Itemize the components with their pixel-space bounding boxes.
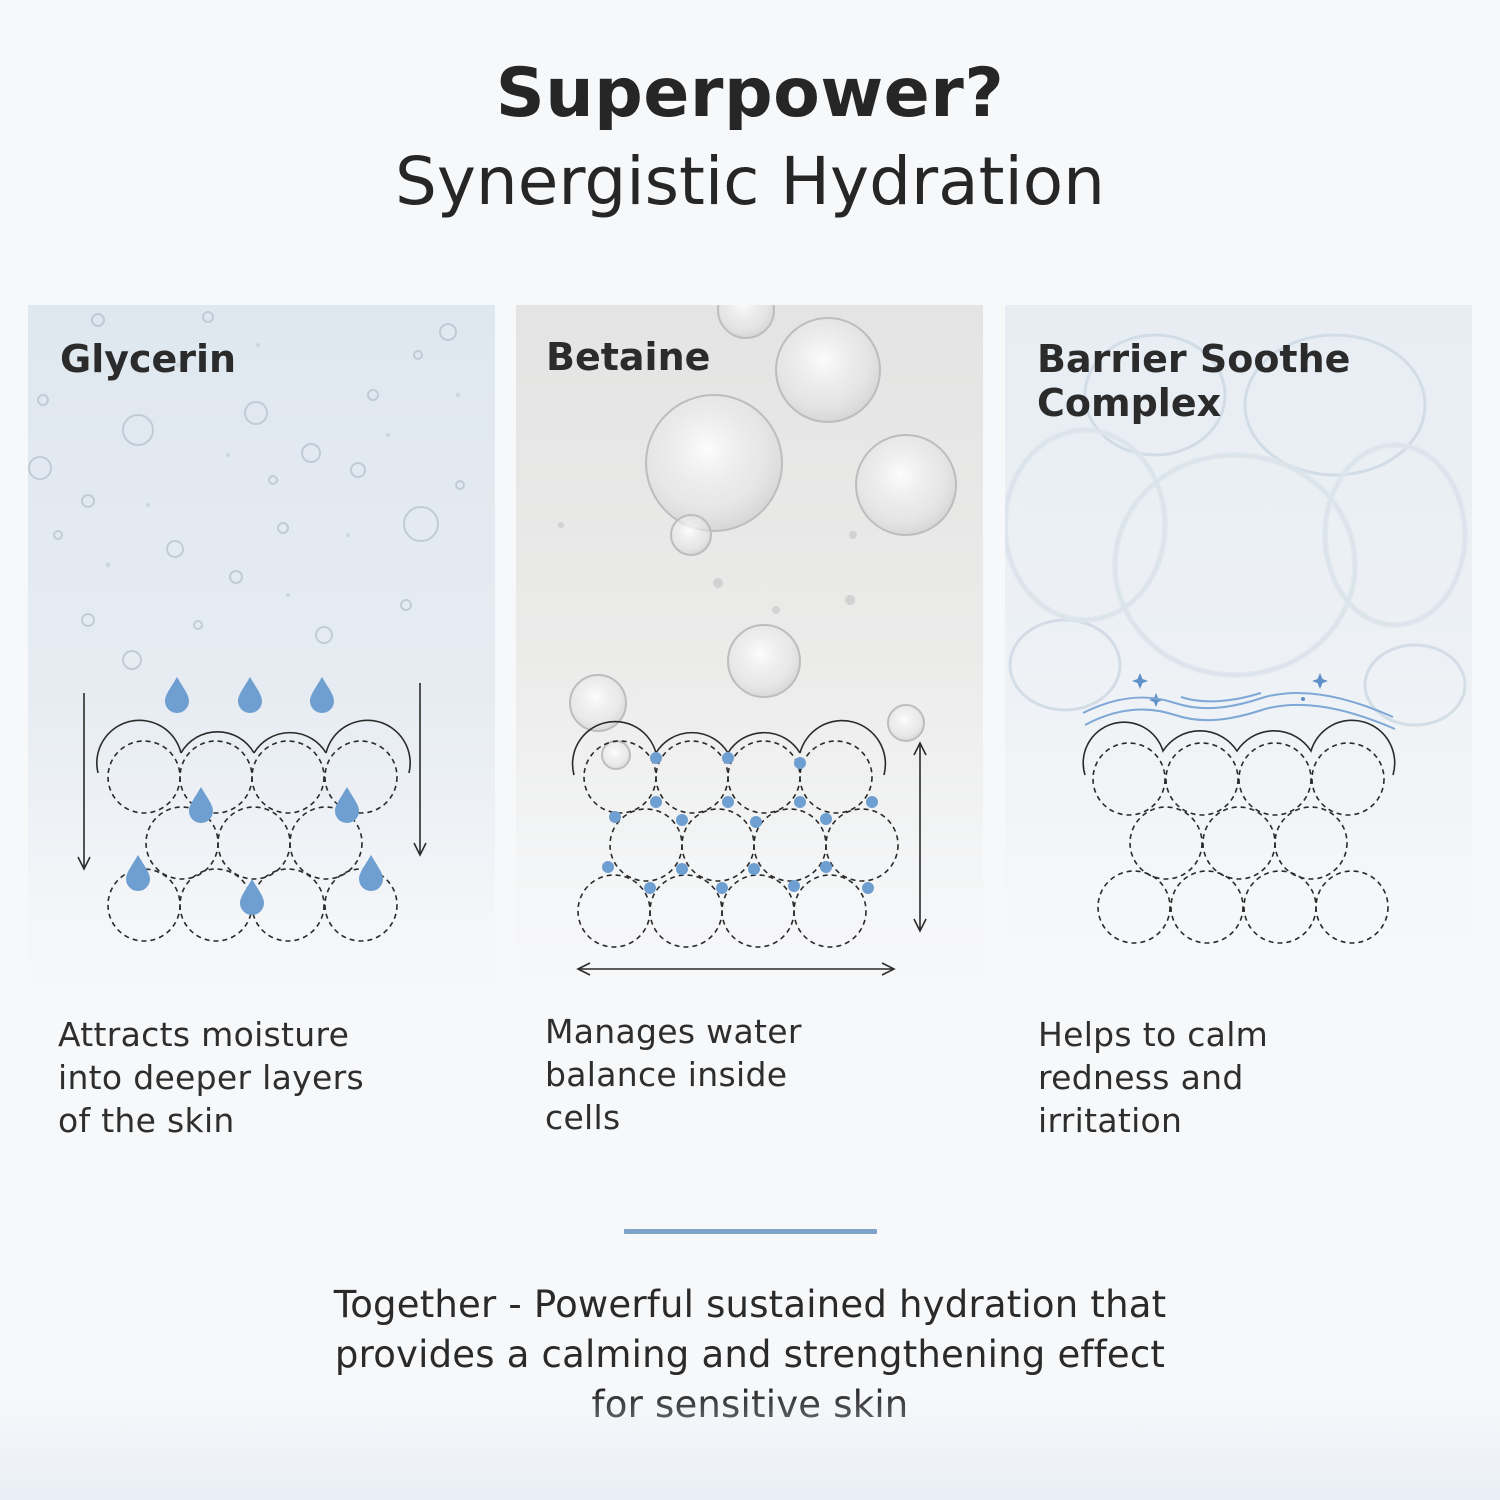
description-line: of the skin xyxy=(58,1101,235,1140)
description-line: redness and xyxy=(1038,1058,1244,1097)
panel-barrier-soothe-complex: Barrier Soothe Complex xyxy=(1005,305,1472,1005)
description-line: cells xyxy=(545,1098,621,1137)
description-line: into deeper layers xyxy=(58,1058,364,1097)
arrow-icon xyxy=(77,683,427,871)
page-title: Superpower? Synergistic Hydration xyxy=(0,52,1500,228)
barrier-diagram xyxy=(1082,673,1396,944)
arrow-icon xyxy=(576,741,927,976)
description-barrier-soothe-complex: Helps to calm redness and irritation xyxy=(1038,1013,1438,1142)
description-line: irritation xyxy=(1038,1101,1183,1140)
description-line: Helps to calm xyxy=(1038,1015,1269,1054)
panel-betaine: Betaine xyxy=(516,305,983,1005)
statement-line: provides a calming and strengthening eff… xyxy=(334,1333,1166,1376)
water-drop-icon xyxy=(126,677,383,915)
title-line-2: Synergistic Hydration xyxy=(394,143,1106,220)
glycerin-diagram xyxy=(77,677,427,942)
panel-heading-glycerin: Glycerin xyxy=(60,337,237,381)
title-line-1: Superpower? xyxy=(495,54,1005,133)
wave-icon xyxy=(1082,691,1396,730)
description-line: Attracts moisture xyxy=(58,1015,350,1054)
barrier-background xyxy=(1005,305,1472,1005)
bottom-gradient xyxy=(0,1390,1500,1500)
description-line: Manages water xyxy=(545,1012,802,1051)
betaine-background xyxy=(516,305,983,1005)
panel-heading-barrier-soothe-complex: Barrier Soothe Complex xyxy=(1037,337,1351,425)
statement-line: Together - Powerful sustained hydration … xyxy=(333,1283,1167,1326)
betaine-diagram xyxy=(571,719,927,976)
panel-glycerin: Glycerin xyxy=(28,305,495,1005)
panel-heading-betaine: Betaine xyxy=(546,335,711,379)
sparkle-icon xyxy=(1132,673,1328,707)
description-line: balance inside xyxy=(545,1055,788,1094)
description-glycerin: Attracts moisture into deeper layers of … xyxy=(58,1013,458,1142)
accent-divider xyxy=(624,1229,877,1234)
glycerin-background xyxy=(28,305,495,1005)
description-betaine: Manages water balance inside cells xyxy=(545,1010,945,1139)
